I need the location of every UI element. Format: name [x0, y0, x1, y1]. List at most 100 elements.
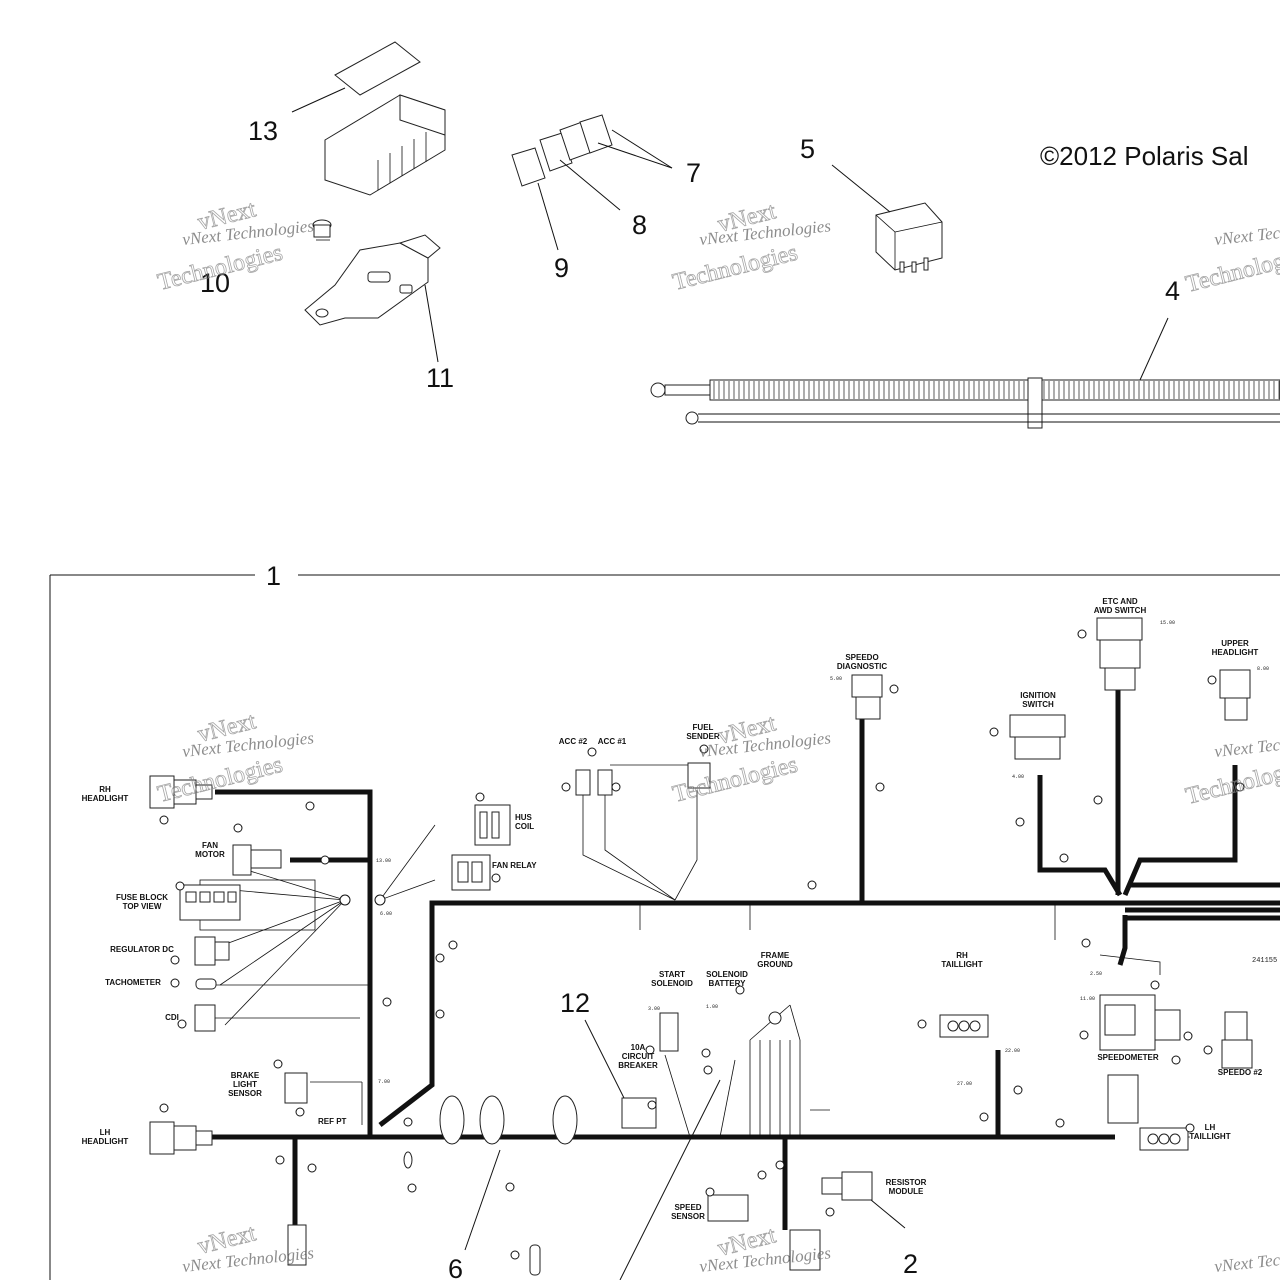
harness-node-marker	[1171, 1055, 1181, 1065]
label-hus-coil-2: COIL	[515, 822, 534, 831]
harness-node-marker	[307, 1163, 317, 1173]
harness-node-marker	[825, 1207, 835, 1217]
label-rh-headlight-2: HEADLIGHT	[82, 794, 129, 803]
label-part-number: 241155	[1252, 957, 1277, 965]
label-cdi: CDI	[165, 1013, 179, 1022]
label-ref-pt: REF PT	[318, 1117, 347, 1126]
connector-tachometer	[195, 978, 217, 990]
label-acc1: ACC #1	[598, 737, 627, 746]
harness-node-marker	[177, 1019, 187, 1029]
label-cb-3: BREAKER	[618, 1061, 658, 1070]
connector-acc	[575, 769, 613, 796]
connector-etc-awd-switch	[1096, 617, 1143, 691]
harness-node-marker	[989, 727, 999, 737]
center-branch-wires	[664, 954, 1190, 1138]
watermark-text: vNext Technologies	[1213, 216, 1280, 249]
harness-node-marker	[587, 747, 597, 757]
connector-speedo-2	[1221, 1011, 1253, 1069]
harness-node-marker	[647, 1100, 657, 1110]
harness-node-marker	[1207, 675, 1217, 685]
harness-node-marker	[1077, 629, 1087, 639]
harness-node-marker	[1013, 1085, 1023, 1095]
label-fan-motor-2: MOTOR	[195, 850, 225, 859]
harness-node-marker	[699, 744, 709, 754]
harness-node-marker	[979, 1112, 989, 1122]
label-lh-headlight-1: LH	[100, 1128, 111, 1137]
harness-node-marker	[703, 1065, 713, 1075]
dim-4: 4.00	[1012, 774, 1024, 780]
label-rh-headlight-1: RH	[99, 785, 111, 794]
harness-node-marker	[917, 1019, 927, 1029]
callout-9: 9	[554, 253, 569, 283]
fuse-parts	[511, 114, 673, 251]
label-start-sol-2: SOLENOID	[651, 979, 693, 988]
label-fuse-block-2: TOP VIEW	[123, 902, 162, 911]
connector-resistor-module	[821, 1171, 873, 1201]
watermark-outline: Technologies	[670, 752, 800, 808]
label-etc-2: AWD SWITCH	[1094, 606, 1147, 615]
callout-5: 5	[800, 134, 815, 164]
label-start-sol-1: START	[659, 970, 685, 979]
connector-speed-sensor	[707, 1194, 749, 1222]
harness-node-marker	[170, 955, 180, 965]
harness-node-marker	[757, 1170, 767, 1180]
harness-node-marker	[705, 1187, 715, 1197]
label-frame-ground-2: GROUND	[757, 960, 793, 969]
harness-node-marker	[305, 801, 315, 811]
harness-node-marker	[295, 1107, 305, 1117]
connector-circuit-breaker	[621, 1097, 657, 1129]
harness-node-marker	[275, 1155, 285, 1165]
label-speedo-diag-2: DIAGNOSTIC	[837, 662, 887, 671]
harness-node-marker	[735, 985, 745, 995]
harness-node-marker	[382, 997, 392, 1007]
connector-lh-headlight	[149, 1121, 213, 1155]
label-speedometer: SPEEDOMETER	[1097, 1053, 1159, 1062]
label-ignition-2: SWITCH	[1022, 700, 1054, 709]
harness-node-marker	[1203, 1045, 1213, 1055]
dim-5: 5.00	[830, 676, 842, 682]
harness-node-marker	[435, 953, 445, 963]
connector-regulator	[194, 936, 230, 966]
label-brake-3: SENSOR	[228, 1089, 262, 1098]
label-speedo-2: SPEEDO #2	[1218, 1068, 1263, 1077]
harness-node-marker	[273, 1059, 283, 1069]
watermark-text: vNext Technologies	[1213, 1243, 1280, 1276]
callout-13: 13	[248, 116, 278, 146]
connector-rh-headlight	[149, 775, 213, 809]
label-ignition-1: IGNITION	[1020, 691, 1056, 700]
harness-node-marker	[645, 1045, 655, 1055]
harness-node-marker	[448, 940, 458, 950]
connector-speedometer	[1099, 994, 1181, 1051]
harness-node-marker	[505, 1182, 515, 1192]
callout-2: 2	[903, 1249, 918, 1279]
watermark-text: vNext Technologies	[1213, 728, 1280, 761]
harness-node-marker	[889, 684, 899, 694]
connector-frame-ground	[768, 1011, 782, 1025]
label-cb-2: CIRCUIT	[622, 1052, 655, 1061]
label-rh-taillight-2: TAILLIGHT	[941, 960, 982, 969]
connector-hus-coil	[474, 804, 511, 846]
harness-node-marker	[875, 782, 885, 792]
label-fuel-sender-1: FUEL	[693, 723, 714, 732]
connector-lh-taillight	[1139, 1127, 1189, 1151]
dim-15: 15.00	[1160, 620, 1175, 626]
harness-node-marker	[1081, 938, 1091, 948]
label-speed-sensor-1: SPEED	[674, 1203, 701, 1212]
label-sol-batt-1: SOLENOID	[706, 970, 748, 979]
label-fan-motor-1: FAN	[202, 841, 218, 850]
label-hus-coil-1: HUS	[515, 813, 533, 822]
label-speedo-diag-1: SPEEDO	[845, 653, 878, 662]
dim-13: 13.00	[376, 858, 391, 864]
label-speed-sensor-2: SENSOR	[671, 1212, 705, 1221]
dim-6: 6.00	[380, 911, 392, 917]
label-upper-headlight-1: UPPER	[1221, 639, 1249, 648]
copyright-notice: ©2012 Polaris Sal	[1040, 141, 1249, 171]
harness-node-marker	[320, 855, 330, 865]
harness-node-marker	[807, 880, 817, 890]
bracket-part	[304, 234, 441, 363]
connector-speedo-diagnostic	[851, 674, 883, 720]
label-tachometer: TACHOMETER	[105, 978, 161, 987]
label-brake-2: LIGHT	[233, 1080, 257, 1089]
callout-11: 11	[426, 363, 454, 393]
